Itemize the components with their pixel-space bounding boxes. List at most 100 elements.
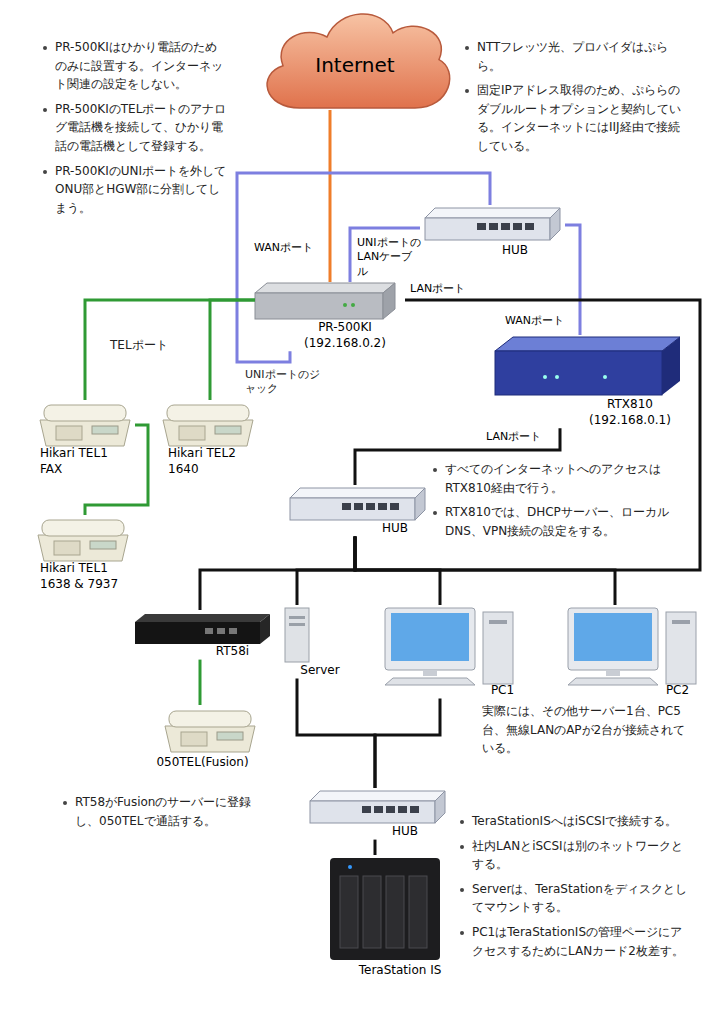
terastation-icon	[330, 858, 440, 960]
port-label: UNIポートのLANケーブル	[357, 236, 421, 279]
bullet-dot	[63, 801, 67, 805]
port-label: TELポート	[110, 336, 168, 355]
router-side	[383, 283, 395, 319]
network-cable	[565, 225, 580, 335]
note-text: PC1はTeraStationISの管理ページにアクセスするためにLANカード2…	[472, 923, 692, 960]
router-front	[135, 622, 260, 644]
device-label: 050TEL(Fusion)	[140, 755, 265, 771]
router-led	[603, 375, 607, 379]
router-port	[229, 628, 237, 634]
router-front	[495, 351, 662, 395]
device-node: Hikari TEL2 1640	[160, 400, 255, 477]
cloud-node: Internet	[255, 2, 455, 110]
note-text: PR-500KIのUNIポートを外してONU部とHGW部に分割してしまう。	[55, 162, 227, 218]
bullet-dot	[460, 931, 464, 935]
device-node: Hikari TEL1 1638 & 7937	[30, 515, 140, 592]
device-label: Hikari TEL1 1638 & 7937	[40, 561, 140, 592]
bullet-dot	[460, 888, 464, 892]
bullet-dot	[433, 468, 437, 472]
device-label: HUB	[375, 824, 435, 840]
hub-icon	[290, 488, 425, 520]
router-led	[543, 375, 547, 379]
router-front	[255, 293, 383, 319]
bullet-dot	[43, 108, 47, 112]
device-node: HUB	[305, 788, 445, 840]
network-cable	[199, 660, 202, 705]
bullet-dot	[460, 820, 464, 824]
router-top	[495, 337, 680, 351]
device-label: Hikari TEL1 FAX	[40, 446, 130, 477]
router-port	[205, 628, 213, 634]
note-text: 社内LANとiSCSIは別のネットワークとする。	[472, 837, 692, 874]
device-label: PC2	[655, 683, 700, 699]
phone-icon	[163, 405, 253, 446]
note-text: PR-500KIのTELポートのアナログ電話機を接続して、ひかり電話の電話機とし…	[55, 100, 227, 156]
network-cable	[237, 173, 490, 362]
hub-icon	[310, 791, 445, 823]
server-icon	[285, 608, 309, 662]
router-top	[255, 283, 395, 293]
nas-bay	[340, 876, 358, 948]
bullet-dot	[465, 89, 469, 93]
network-cable	[85, 425, 148, 515]
device-node: TeraStation IS	[320, 855, 460, 979]
pc-icon	[385, 608, 513, 685]
bullet-dot	[460, 845, 464, 849]
pr500ki-icon	[255, 283, 395, 319]
network-cable	[297, 679, 375, 788]
server-tower	[285, 608, 309, 662]
device-label: HUB	[480, 243, 550, 259]
bullet-dot	[43, 46, 47, 50]
phone-icon	[38, 520, 128, 561]
note-text: すべてのインターネットへのアクセスはRTX810経由で行う。	[445, 460, 690, 497]
device-node: PR-500KI (192.168.0.2)	[255, 282, 405, 351]
phone-icon	[165, 711, 255, 752]
device-label: Server	[290, 663, 350, 679]
router-side	[260, 614, 270, 644]
phone-icon	[40, 405, 130, 446]
device-node: PC2	[565, 605, 700, 699]
device-node: HUB	[420, 205, 565, 259]
note-text: TeraStationISへはiSCSIで接続する。	[472, 812, 692, 831]
nas-led	[348, 865, 352, 869]
port-label: WANポート	[505, 314, 564, 328]
nas-bay	[409, 876, 427, 948]
device-label: RTX810 (192.168.0.1)	[580, 397, 680, 428]
device-node: PC1	[385, 605, 525, 699]
nas-bay	[386, 876, 404, 948]
note-text: RTX810では、DHCPサーバー、ローカルDNS、VPN接続の設定をする。	[445, 503, 690, 540]
port-label: UNIポートのジャック	[245, 368, 325, 397]
network-cable	[355, 428, 560, 485]
device-node: Server	[275, 605, 350, 679]
device-node: 050TEL(Fusion)	[140, 705, 265, 771]
router-top	[135, 614, 270, 622]
drive-slot	[289, 616, 305, 619]
device-label: Internet	[255, 52, 455, 78]
rt58i-icon	[135, 614, 270, 644]
network-cable	[200, 537, 355, 610]
network-cable	[355, 300, 700, 570]
device-label: TeraStation IS	[340, 963, 460, 979]
note-text: PR-500KIはひかり電話のためのみに設置する。インターネット関連の設定をしな…	[55, 38, 227, 94]
router-led	[351, 303, 355, 307]
network-cable	[375, 699, 440, 788]
drive-slot	[289, 623, 305, 626]
rtx810-icon	[495, 337, 680, 395]
note-text: RT58がFusionのサーバーに登録し、050TELで通話する。	[75, 793, 275, 830]
port-label: WANポート	[254, 241, 313, 255]
note-text: 固定IPアドレス取得のため、ぷららのダブルルートオプションと契約している。インタ…	[477, 81, 689, 155]
network-cable	[85, 300, 255, 400]
device-label: RT58i	[190, 644, 275, 660]
router-port	[217, 628, 225, 634]
network-cable	[350, 228, 420, 282]
pc-icon	[568, 608, 696, 685]
port-label: LANポート	[486, 430, 541, 444]
network-cable	[297, 537, 355, 605]
device-node: RTX810 (192.168.0.1)	[495, 335, 680, 428]
nas-body	[330, 858, 440, 960]
router-side	[662, 337, 680, 395]
device-label: PC1	[480, 683, 525, 699]
note-text: Serverは、TeraStationをディスクとしてマウントする。	[472, 880, 692, 917]
device-node: RT58i	[130, 610, 275, 660]
